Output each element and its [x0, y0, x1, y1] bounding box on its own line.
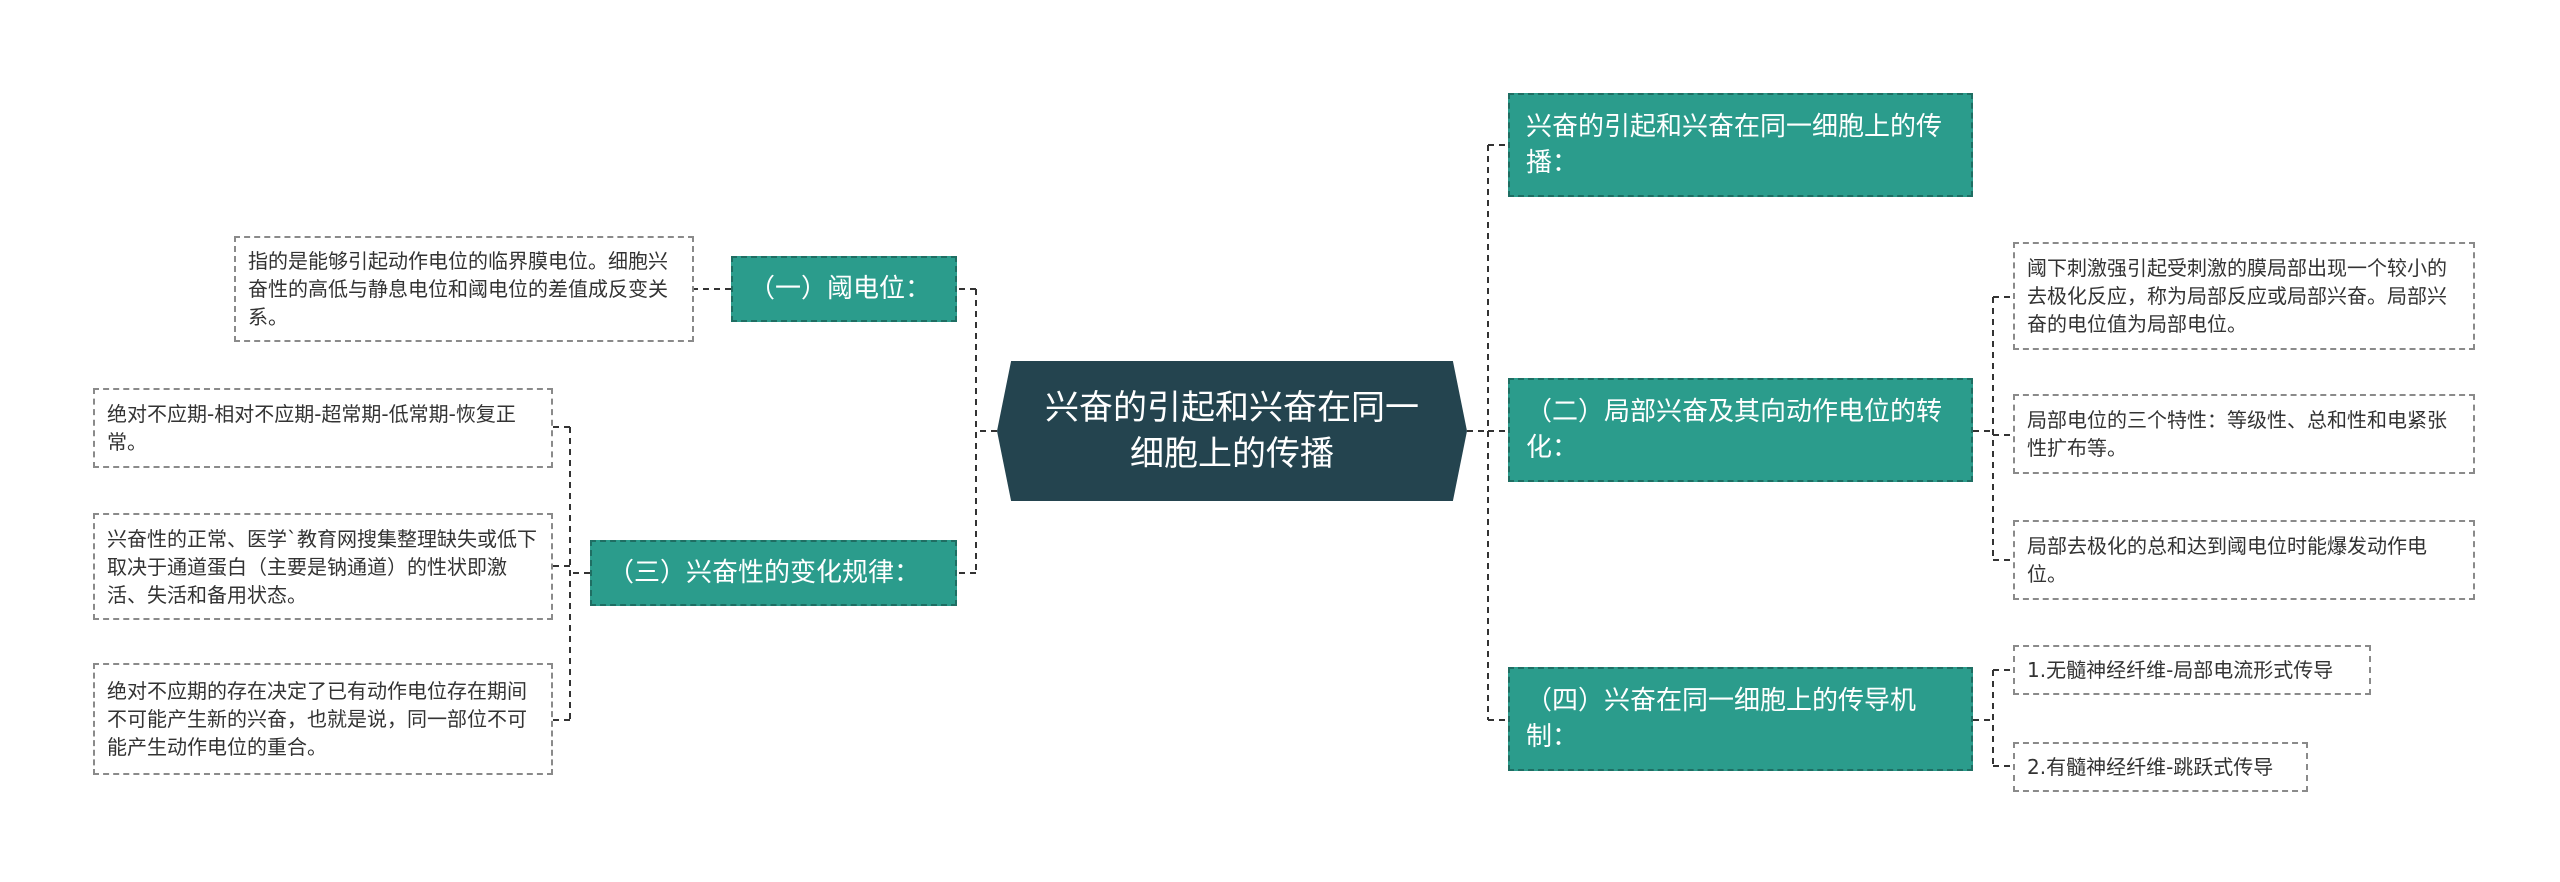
branch-excitation-propagation[interactable]: 兴奋的引起和兴奋在同一细胞上的传播：: [1508, 93, 1973, 197]
root-topic-label: 兴奋的引起和兴奋在同一细胞上的传播: [1045, 388, 1419, 474]
branch-local-excitation[interactable]: （二）局部兴奋及其向动作电位的转化：: [1508, 378, 1973, 482]
leaf-text: 指的是能够引起动作电位的临界膜电位。细胞兴奋性的高低与静息电位和阈电位的差值成反…: [248, 249, 668, 329]
leaf-text: 绝对不应期-相对不应期-超常期-低常期-恢复正常。: [107, 402, 516, 454]
leaf-threshold-definition[interactable]: 指的是能够引起动作电位的临界膜电位。细胞兴奋性的高低与静息电位和阈电位的差值成反…: [234, 236, 694, 342]
leaf-summation-threshold[interactable]: 局部去极化的总和达到阈电位时能爆发动作电位。: [2013, 520, 2475, 600]
leaf-myelinated-fiber[interactable]: 2.有髓神经纤维-跳跃式传导: [2013, 742, 2308, 792]
branch-excitability-changes[interactable]: （三）兴奋性的变化规律：: [590, 540, 957, 606]
leaf-local-potential-traits[interactable]: 局部电位的三个特性：等级性、总和性和电紧张性扩布等。: [2013, 394, 2475, 474]
leaf-text: 局部去极化的总和达到阈电位时能爆发动作电位。: [2027, 534, 2427, 586]
leaf-text: 局部电位的三个特性：等级性、总和性和电紧张性扩布等。: [2027, 408, 2447, 460]
leaf-text: 绝对不应期的存在决定了已有动作电位存在期间不可能产生新的兴奋，也就是说，同一部位…: [107, 679, 527, 759]
leaf-channel-state[interactable]: 兴奋性的正常、医学`教育网搜集整理缺失或低下取决于通道蛋白（主要是钠通道）的性状…: [93, 513, 553, 620]
leaf-absolute-refractory[interactable]: 绝对不应期的存在决定了已有动作电位存在期间不可能产生新的兴奋，也就是说，同一部位…: [93, 663, 553, 775]
leaf-text: 兴奋性的正常、医学`教育网搜集整理缺失或低下取决于通道蛋白（主要是钠通道）的性状…: [107, 526, 537, 607]
leaf-text: 1.无髓神经纤维-局部电流形式传导: [2027, 658, 2334, 682]
root-topic[interactable]: 兴奋的引起和兴奋在同一细胞上的传播: [997, 361, 1467, 501]
branch-threshold-potential[interactable]: （一）阈电位：: [731, 256, 957, 322]
branch-label: 兴奋的引起和兴奋在同一细胞上的传播：: [1526, 112, 1943, 178]
branch-label: （一）阈电位：: [749, 274, 932, 304]
leaf-unmyelinated-fiber[interactable]: 1.无髓神经纤维-局部电流形式传导: [2013, 645, 2371, 695]
branch-conduction-mechanism[interactable]: （四）兴奋在同一细胞上的传导机制：: [1508, 667, 1973, 771]
branch-label: （二）局部兴奋及其向动作电位的转化：: [1526, 397, 1943, 463]
leaf-local-response[interactable]: 阈下刺激强引起受刺激的膜局部出现一个较小的去极化反应，称为局部反应或局部兴奋。局…: [2013, 242, 2475, 350]
branch-label: （三）兴奋性的变化规律：: [608, 558, 921, 588]
leaf-refractory-sequence[interactable]: 绝对不应期-相对不应期-超常期-低常期-恢复正常。: [93, 388, 553, 468]
leaf-text: 2.有髓神经纤维-跳跃式传导: [2027, 755, 2274, 779]
leaf-text: 阈下刺激强引起受刺激的膜局部出现一个较小的去极化反应，称为局部反应或局部兴奋。局…: [2027, 256, 2447, 336]
branch-label: （四）兴奋在同一细胞上的传导机制：: [1526, 686, 1917, 752]
